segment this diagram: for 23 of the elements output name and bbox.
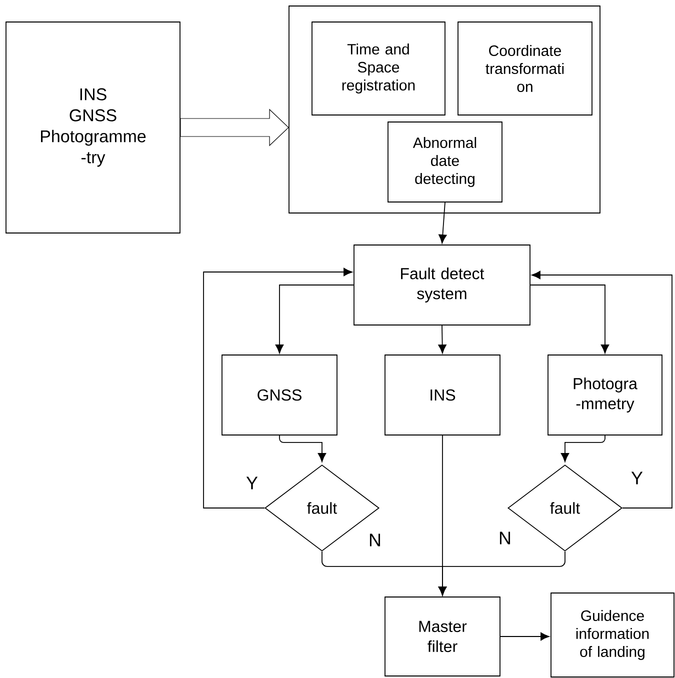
arrow [438,325,446,354]
process-box: INS [384,354,500,436]
block-arrow [180,108,289,146]
arrow [438,202,447,244]
process-box: Abnormal date detecting [388,122,502,202]
process-box: Coordinate transformati on [458,22,592,116]
edge-label: Y [245,476,259,490]
arrow [203,268,352,508]
arrow [275,284,354,354]
process-box: Fault detect system [354,244,530,326]
arrow [500,632,550,641]
edge-label: Y [630,470,644,486]
process-box: Master filter [384,596,500,676]
arrow [530,284,610,354]
process-box: Photogra -mmetry [548,354,662,436]
edge-label: N [368,532,382,548]
arrow [532,270,672,508]
arrow [279,435,326,462]
process-box: GNSS [222,354,338,436]
process-box: Time and Space registration [312,22,446,116]
process-box: Guidence information of landing [550,592,674,678]
arrow [438,551,566,596]
process-box: INS GNSS Photogramme -try [6,22,180,234]
